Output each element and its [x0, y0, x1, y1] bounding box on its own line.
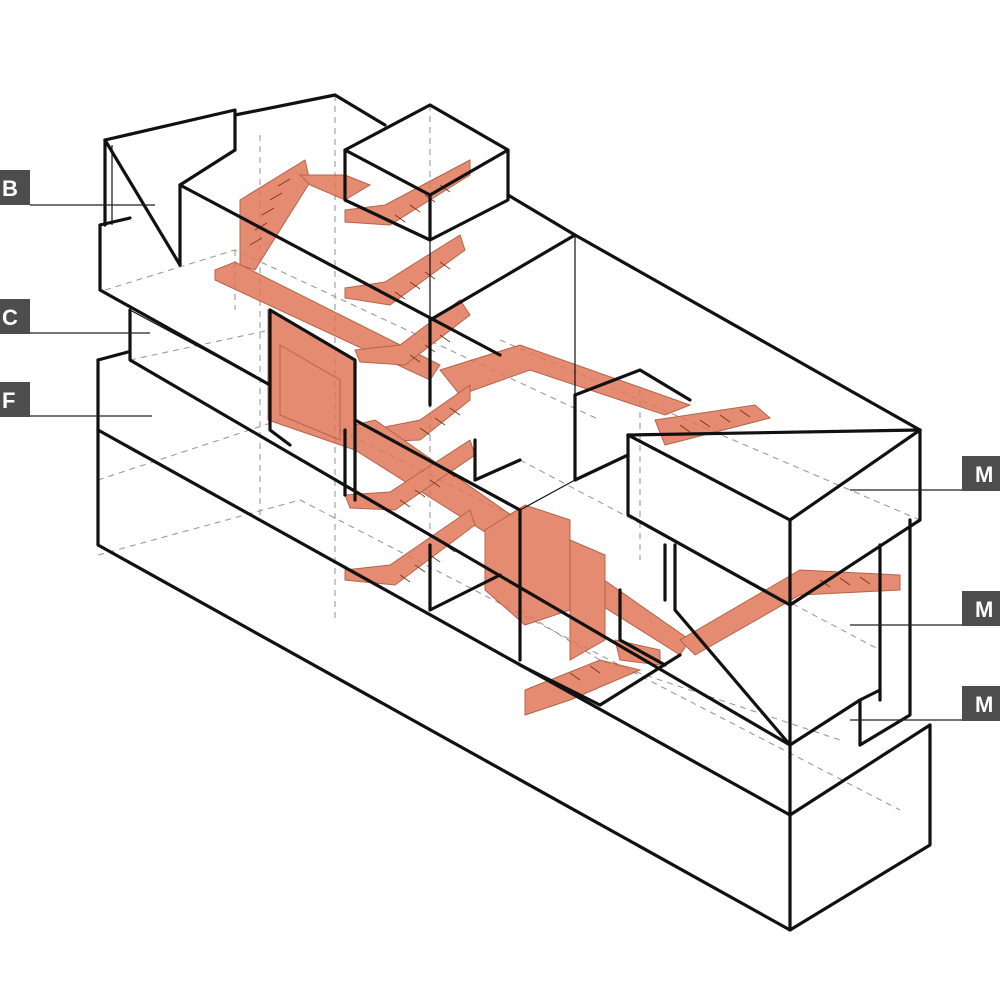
ramp-center-upper [439, 344, 692, 416]
label-c: C [0, 299, 150, 334]
label-b: B [0, 170, 155, 206]
label-m-middle: M [850, 591, 1000, 626]
circulation-paths [214, 159, 901, 716]
stair-upper-left [239, 159, 311, 271]
lift-core [484, 504, 571, 626]
stair-tower-low [354, 299, 471, 366]
label-m-top-text: M [975, 462, 993, 487]
label-m-top: M [850, 456, 1000, 491]
stair-lower-2 [344, 509, 476, 586]
label-m-middle-text: M [975, 597, 993, 622]
stair-lower-3 [524, 659, 642, 716]
label-f-text: F [2, 388, 15, 413]
landing-upper-left [298, 174, 372, 201]
label-m-bottom-text: M [975, 692, 993, 717]
stair-tower-mid [344, 234, 466, 306]
stair-tower-top [344, 159, 471, 226]
label-b-text: B [2, 176, 18, 201]
hidden-lines [97, 95, 921, 811]
lift-core-shaft [569, 539, 606, 661]
ramp-lower-right [679, 569, 901, 656]
stair-lower-4 [614, 639, 661, 666]
label-c-text: C [2, 305, 18, 330]
label-f: F [0, 382, 152, 417]
detail-lines [111, 145, 861, 746]
void-core-side [279, 344, 341, 441]
label-m-bottom: M [850, 686, 1000, 721]
